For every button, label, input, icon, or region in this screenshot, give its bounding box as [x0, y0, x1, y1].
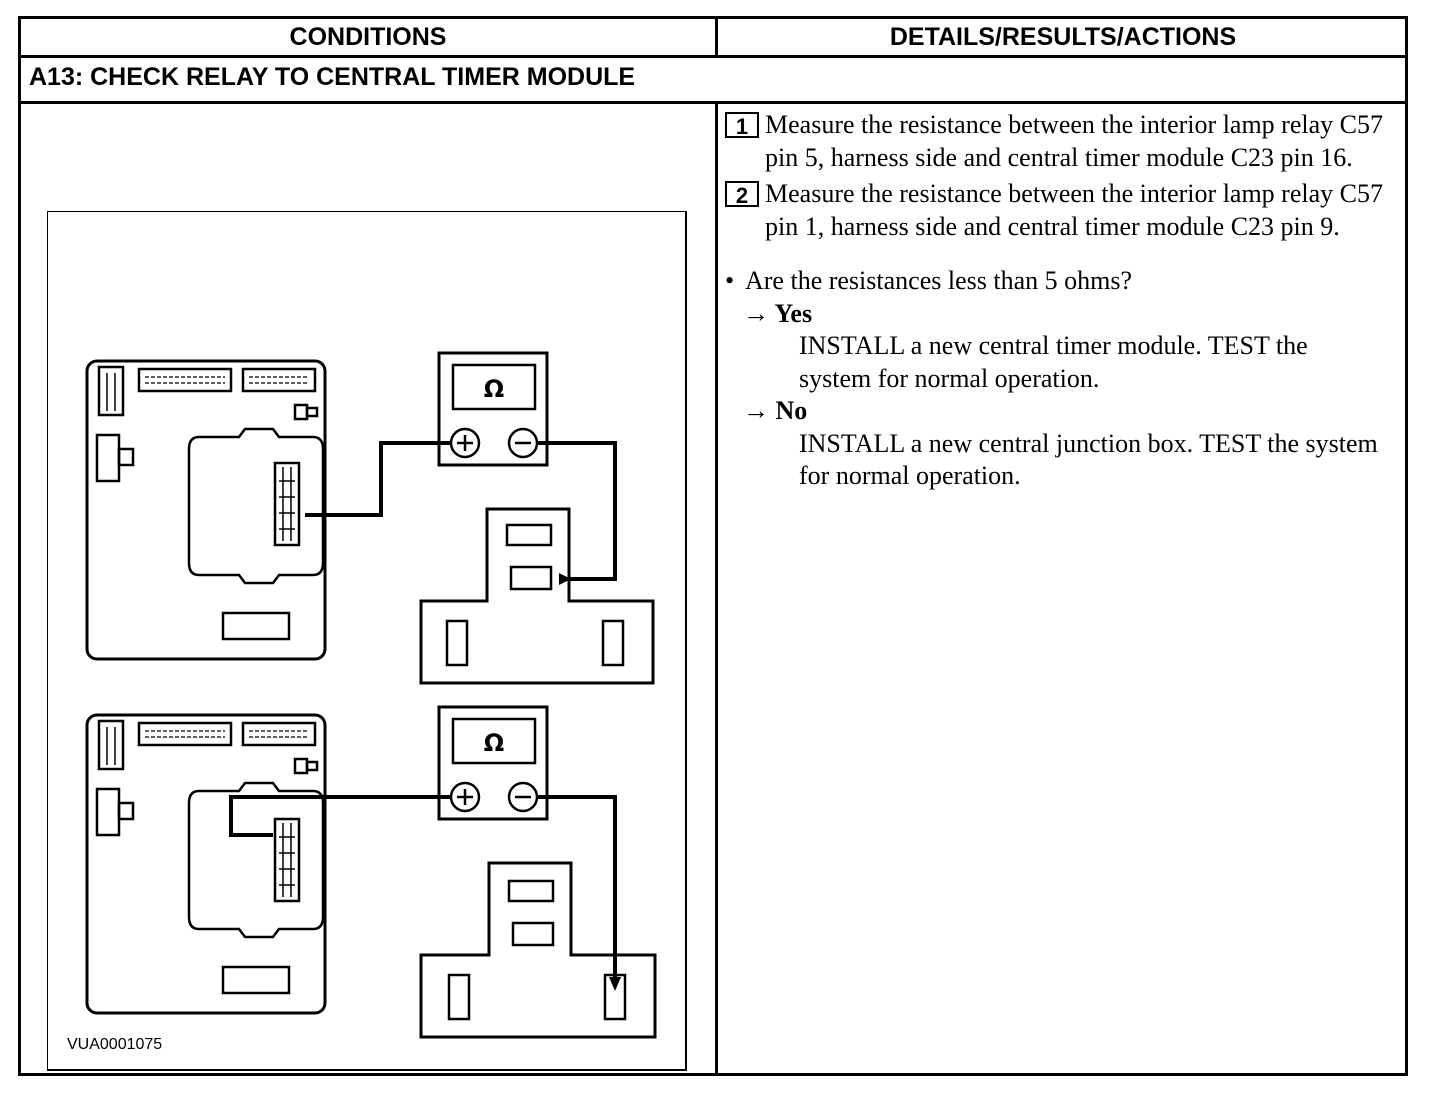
step-number-box: 1	[725, 112, 759, 139]
section-title: A13: CHECK RELAY TO CENTRAL TIMER MODULE	[29, 63, 636, 91]
step-number-box: 2	[725, 181, 759, 208]
figure-code: VUA0001075	[67, 1036, 162, 1053]
column-divider	[715, 101, 718, 1073]
junction-box-bottom	[85, 713, 327, 1015]
header-divider	[21, 55, 1405, 58]
step-1: 1 Measure the resistance between the int…	[723, 109, 1383, 174]
relay-socket-top	[419, 507, 655, 685]
result-no-action: INSTALL a new central junction box. TEST…	[799, 428, 1378, 491]
step-text: Measure the resistance between the inter…	[765, 110, 1383, 172]
details-column: 1 Measure the resistance between the int…	[723, 109, 1383, 493]
result-yes-action: INSTALL a new central timer module. TEST…	[799, 331, 1308, 393]
bullet: •	[725, 266, 735, 295]
section-divider	[21, 101, 1405, 104]
test-leads-top	[305, 441, 617, 581]
junction-box-top	[85, 359, 327, 661]
column-header-details: DETAILS/RESULTS/ACTIONS	[889, 23, 1237, 51]
figure-border	[47, 211, 687, 1071]
column-header-conditions: CONDITIONS	[289, 23, 447, 51]
lead-arrow-bottom	[609, 977, 621, 991]
question: • Are the resistances less than 5 ohms?	[723, 265, 1383, 298]
question-text: Are the resistances less than 5 ohms?	[745, 266, 1133, 295]
result-yes-label: → Yes	[743, 298, 813, 328]
wiring-test-illustration: Ω Ω VUA0001075	[47, 211, 687, 1071]
procedure-table: CONDITIONS DETAILS/RESULTS/ACTIONS A13: …	[18, 16, 1408, 1076]
ohmmeter-top	[437, 351, 549, 467]
step-2: 2 Measure the resistance between the int…	[723, 178, 1383, 243]
ohm-icon: Ω	[484, 729, 504, 757]
test-leads-bottom	[229, 795, 617, 983]
step-text: Measure the resistance between the inter…	[765, 179, 1383, 241]
result-no-label: → No	[743, 396, 808, 425]
ohmmeter-bottom	[437, 705, 549, 821]
lead-arrow-top	[559, 573, 571, 585]
relay-socket-bottom	[419, 861, 657, 1039]
column-divider-top	[715, 19, 718, 55]
ohm-icon: Ω	[484, 375, 504, 403]
